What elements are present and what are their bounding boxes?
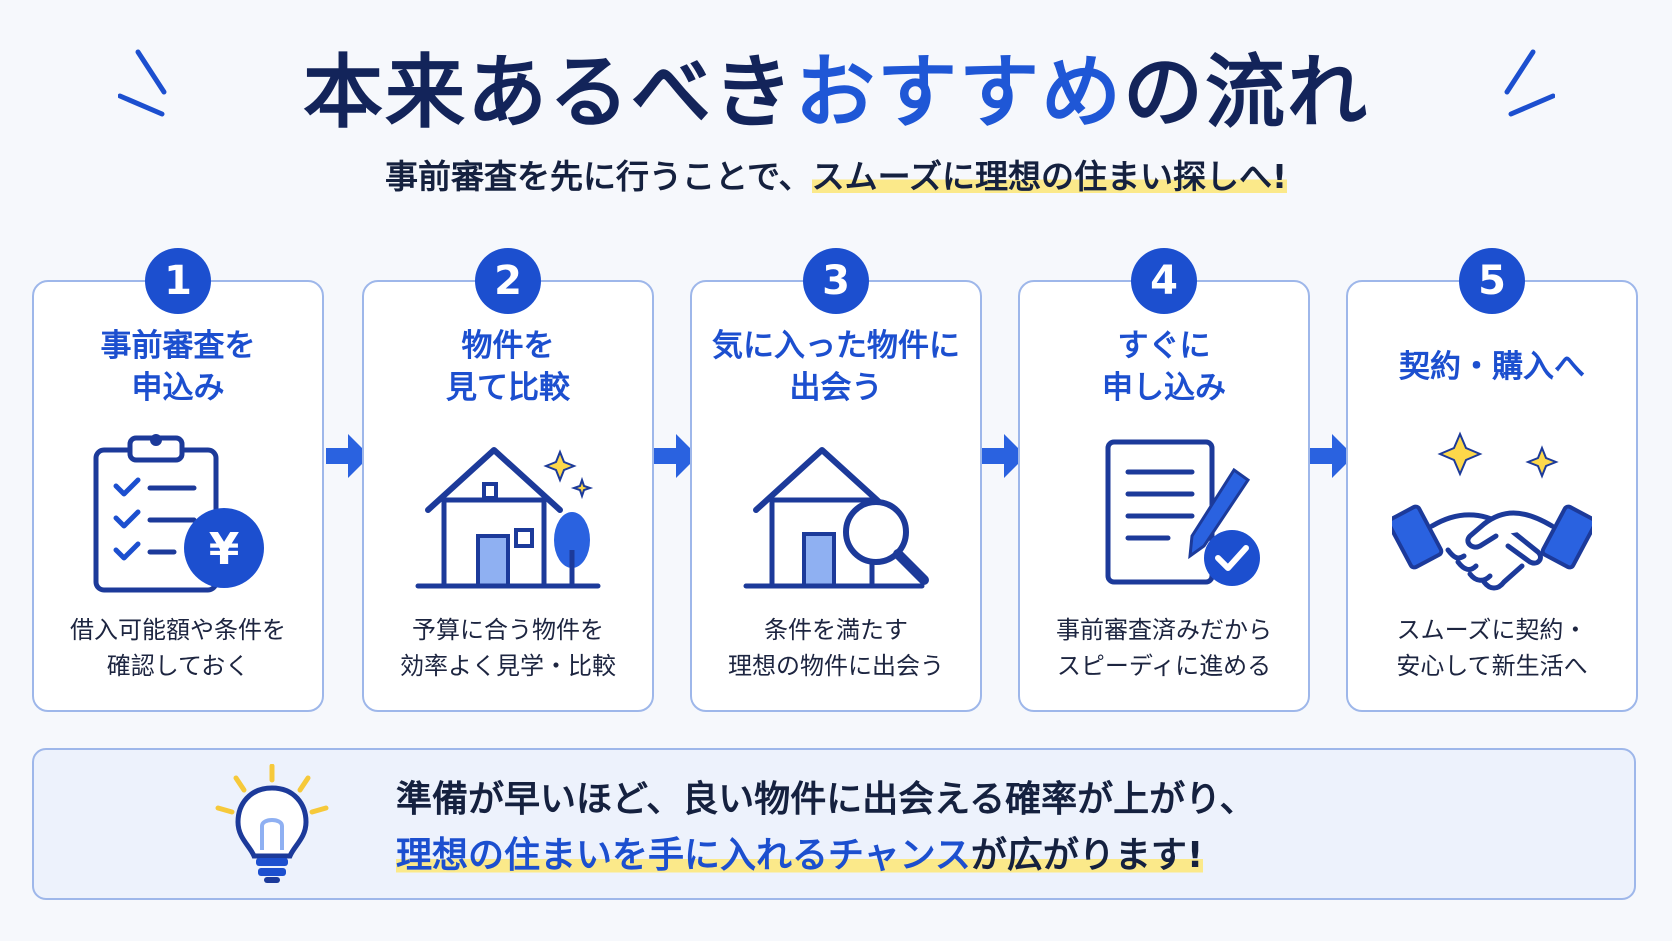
handshake-icon xyxy=(1392,431,1592,591)
arrow-right-icon xyxy=(982,434,1026,478)
step-number: 5 xyxy=(1459,248,1525,314)
step-title: 契約・購入へ xyxy=(1399,349,1585,385)
svg-text:¥: ¥ xyxy=(209,524,240,575)
step-number: 2 xyxy=(475,248,541,314)
summary-line-2: 理想の住まいを手に入れるチャンスが広がります! xyxy=(396,835,1204,876)
house-search-icon xyxy=(743,447,929,589)
step-card-3: 3 気に入った物件に 出会う 条件を満たす 理想の物件に出会う xyxy=(690,248,982,712)
step-description: 事前審査済みだから スピーディに進める xyxy=(1056,616,1272,680)
step-title: 事前審査を 申込み xyxy=(100,328,256,406)
summary-line-1: 準備が早いほど、良い物件に出会える確率が上がり、 xyxy=(396,779,1256,820)
step-number: 4 xyxy=(1131,248,1197,314)
page-title: 本来あるべきおすすめの流れ xyxy=(303,46,1369,139)
burst-lines-left-icon xyxy=(118,49,167,117)
steps-flow: 1 事前審査を 申込み ¥ 借入可能額や条件を 確認しておく 2 物件を 見て比… xyxy=(0,230,1672,720)
document-pen-check-icon xyxy=(1105,439,1260,586)
step-description: スムーズに契約・ 安心して新生活へ xyxy=(1396,616,1588,680)
step-number: 1 xyxy=(145,248,211,314)
step-card-5: 5 契約・購入へ スムーズに契約・ 安心して新生活へ xyxy=(1346,248,1638,712)
step-title: 物件を 見て比較 xyxy=(446,328,570,406)
clipboard-yen-icon: ¥ xyxy=(93,434,264,593)
step-title: 気に入った物件に 出会う xyxy=(712,328,960,406)
step-description: 借入可能額や条件を 確認しておく xyxy=(70,616,286,680)
subtitle: 事前審査を先に行うことで、スムーズに理想の住まい探しへ! xyxy=(384,157,1288,196)
step-description: 条件を満たす 理想の物件に出会う xyxy=(728,616,944,680)
step-title: すぐに 申し込み xyxy=(1102,328,1226,406)
summary-box: 準備が早いほど、良い物件に出会える確率が上がり、 理想の住まいを手に入れるチャン… xyxy=(32,748,1636,900)
arrow-right-icon xyxy=(654,434,698,478)
arrow-right-icon xyxy=(326,434,370,478)
step-card-4: 4 すぐに 申し込み 事前審査済みだから スピーディに進める xyxy=(1018,248,1310,712)
burst-lines-right-icon xyxy=(1504,49,1555,117)
step-card-1: 1 事前審査を 申込み ¥ 借入可能額や条件を 確認しておく xyxy=(32,248,324,712)
lightbulb-icon xyxy=(215,764,329,883)
step-number: 3 xyxy=(803,248,869,314)
step-card-2: 2 物件を 見て比較 予算に合う物件を 効率よく見学・比較 xyxy=(362,248,654,712)
house-tree-icon xyxy=(415,447,601,589)
step-description: 予算に合う物件を 効率よく見学・比較 xyxy=(400,616,616,680)
arrow-right-icon xyxy=(1310,434,1354,478)
